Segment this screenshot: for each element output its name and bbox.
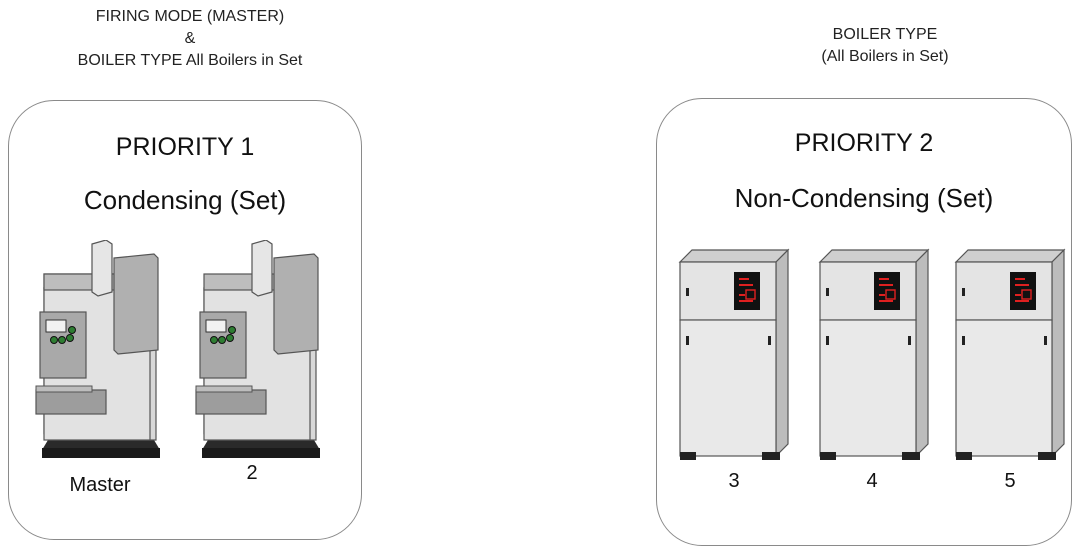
non-condensing-boiler-icon (816, 248, 932, 464)
boiler-4 (816, 248, 932, 464)
boiler-5 (952, 248, 1068, 464)
condensing-boiler-icon (34, 240, 164, 462)
boiler-label-master: Master (50, 474, 150, 497)
non-condensing-boiler-icon (676, 248, 792, 464)
left-caption-line1: FIRING MODE (MASTER) (0, 6, 380, 28)
right-caption: BOILER TYPE (All Boilers in Set) (760, 24, 1010, 68)
priority-1-type: Condensing (Set) (9, 185, 361, 216)
boiler-2 (194, 240, 324, 462)
non-condensing-boiler-icon (952, 248, 1068, 464)
priority-2-type: Non-Condensing (Set) (657, 183, 1071, 214)
right-caption-line2: (All Boilers in Set) (760, 46, 1010, 68)
left-caption-line2: & (0, 28, 380, 50)
priority-2-title: PRIORITY 2 (657, 129, 1071, 158)
right-caption-line1: BOILER TYPE (760, 24, 1010, 46)
condensing-boiler-icon (194, 240, 324, 462)
priority-1-title: PRIORITY 1 (9, 133, 361, 162)
boiler-label-3: 3 (704, 470, 764, 493)
boiler-label-2: 2 (222, 462, 282, 485)
left-caption-line3: BOILER TYPE All Boilers in Set (0, 50, 380, 72)
boiler-3 (676, 248, 792, 464)
boiler-label-5: 5 (980, 470, 1040, 493)
boiler-master (34, 240, 164, 462)
boiler-label-4: 4 (842, 470, 902, 493)
left-caption: FIRING MODE (MASTER) & BOILER TYPE All B… (0, 6, 380, 72)
